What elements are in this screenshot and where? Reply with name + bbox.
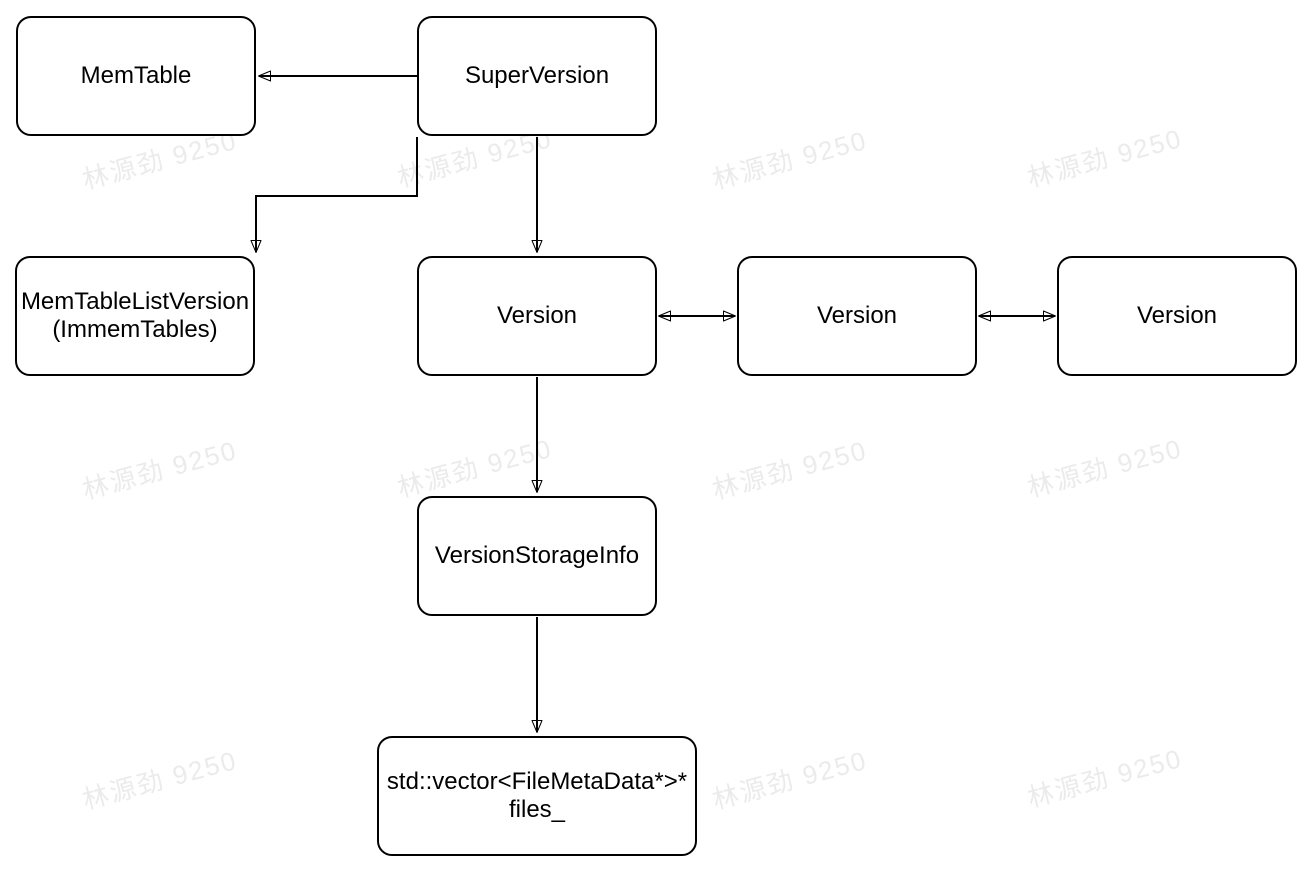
node-superversion-label: SuperVersion bbox=[464, 62, 610, 90]
node-version-3: Version bbox=[1057, 256, 1297, 376]
node-memtable-list-version-label-line1: MemTableListVersion bbox=[20, 288, 250, 316]
node-version-1: Version bbox=[417, 256, 657, 376]
node-memtable-list-version: MemTableListVersion (ImmemTables) bbox=[15, 256, 255, 376]
node-memtable-list-version-label-line2: (ImmemTables) bbox=[52, 316, 218, 343]
node-files-vector: std::vector<FileMetaData*>* files_ bbox=[377, 736, 697, 856]
node-files-vector-label-line2: files_ bbox=[508, 796, 566, 823]
node-version-storage-info: VersionStorageInfo bbox=[417, 496, 657, 616]
node-memtable-label: MemTable bbox=[80, 62, 192, 90]
edge-superversion-to-memtablelistversion bbox=[250, 137, 418, 253]
node-superversion: SuperVersion bbox=[417, 16, 657, 136]
node-version-2-label: Version bbox=[816, 302, 898, 330]
node-files-vector-label-line1: std::vector<FileMetaData*>* bbox=[386, 768, 688, 796]
node-version-storage-info-label: VersionStorageInfo bbox=[434, 542, 640, 570]
node-version-1-label: Version bbox=[496, 302, 578, 330]
node-version-3-label: Version bbox=[1136, 302, 1218, 330]
node-version-2: Version bbox=[737, 256, 977, 376]
node-memtable: MemTable bbox=[16, 16, 256, 136]
